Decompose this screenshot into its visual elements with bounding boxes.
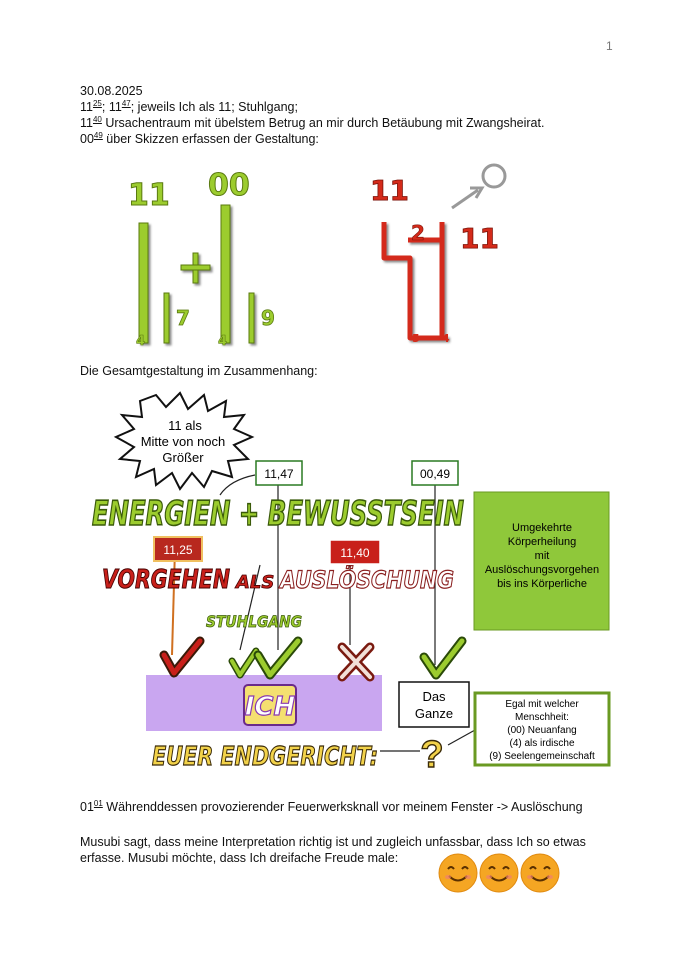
para-2: Musubi sagt, dass meine Interpretation r… (80, 835, 586, 865)
egal-line-5: (9) Seelengemeinschaft (489, 751, 595, 762)
diagram: 11 als Mitte von noch Größer 11,47 00,49… (91, 391, 611, 777)
sketch-bar (220, 204, 231, 344)
label-4a: 4 (136, 334, 145, 349)
sketch-bar (138, 222, 149, 344)
section-title: Die Gesamtgestaltung im Zusammenhang: (80, 364, 318, 378)
stuhlgang-label: Stuhlgang (206, 612, 302, 631)
vorgehen-label: Vorgehen (102, 565, 230, 595)
ich-badge (243, 684, 297, 726)
sketch-bar (163, 292, 170, 344)
connector (239, 564, 261, 651)
arrow-line (451, 188, 479, 210)
green-box-line-2: Körperheilung (508, 536, 577, 548)
label-00: 00 (208, 168, 250, 203)
plus-horizontal (180, 264, 211, 271)
date-line: 30.08.2025 (80, 84, 143, 98)
box-1125-label: 11,25 (163, 543, 192, 557)
sketch-left: 11 00 4 7 4 9 (128, 168, 276, 350)
connector-orange (171, 547, 176, 656)
label-11: 11 (370, 174, 409, 207)
ich-label: Ich (245, 692, 296, 722)
burst-text-2: Mitte von noch (141, 434, 226, 449)
label-4b: 4 (218, 334, 227, 349)
circle-0 (481, 163, 507, 189)
egal-line-3: (00) Neuanfang (507, 725, 577, 736)
green-box-line-3: mit (535, 550, 550, 562)
box-1125 (153, 536, 203, 562)
box-1140 (329, 539, 381, 565)
egal-line-2: Menschheit: (515, 712, 569, 723)
sketch-right: 11 2 11 5 4 (370, 163, 507, 345)
connector (219, 474, 256, 496)
speech-burst (113, 391, 255, 491)
time-line-2: 1140 Ursachentraum mit übelstem Betrug a… (80, 115, 545, 131)
green-box-line-4: Auslöschungsvorgehen (485, 564, 599, 576)
label-9: 9 (261, 306, 275, 330)
time-line-1: 1125; 1147; jeweils Ich als 11; Stuhlgan… (80, 99, 298, 115)
time-line-3: 0049 über Skizzen erfassen der Gestaltun… (80, 131, 319, 147)
sketch-path (381, 222, 448, 341)
box-1147-label: 11,47 (264, 467, 293, 481)
green-info-box (473, 491, 610, 631)
label-5: 5 (412, 332, 420, 345)
box-1140-label: 11,40 (340, 546, 369, 560)
smiling-face-icon (520, 853, 560, 893)
burst-text-1: 11 als (168, 418, 202, 433)
endgericht-label: Euer Endgericht: (152, 742, 378, 772)
label-2: 2 (411, 221, 425, 245)
als-label: als (234, 572, 274, 593)
arrow-head (470, 186, 485, 199)
smiling-face-icon (479, 853, 519, 893)
box-0049 (411, 460, 459, 486)
connector (447, 729, 476, 746)
green-box-line-5: bis ins Körperliche (497, 578, 587, 590)
das-ganze-line-2: Ganze (415, 706, 453, 721)
das-ganze-line-1: Das (422, 689, 446, 704)
sketch-bar (248, 292, 255, 344)
das-ganze-box (398, 681, 470, 728)
label-11: 11 (128, 178, 170, 213)
page-number: 1 (606, 39, 613, 53)
main-heading: Energien + Bewusstsein (92, 494, 464, 534)
box-0049-label: 00,49 (420, 467, 450, 481)
question-mark-icon: ? (420, 734, 443, 776)
egal-line-4: (4) als irdische (509, 738, 574, 749)
green-box-line-1: Umgekehrte (512, 522, 572, 534)
smiling-face-icon (438, 853, 478, 893)
label-7: 7 (176, 306, 190, 330)
label-4: 4 (442, 332, 450, 345)
egal-box (473, 691, 611, 767)
egal-line-1: Egal mit welcher (505, 699, 579, 710)
burst-text-3: Größer (162, 450, 204, 465)
ausloeschung-label: Auslöschung (278, 564, 454, 594)
label-11-side: 11 (460, 222, 499, 255)
box-1147 (255, 460, 303, 486)
para-1: 0101 Währenddessen provozierender Feuerw… (80, 799, 583, 815)
